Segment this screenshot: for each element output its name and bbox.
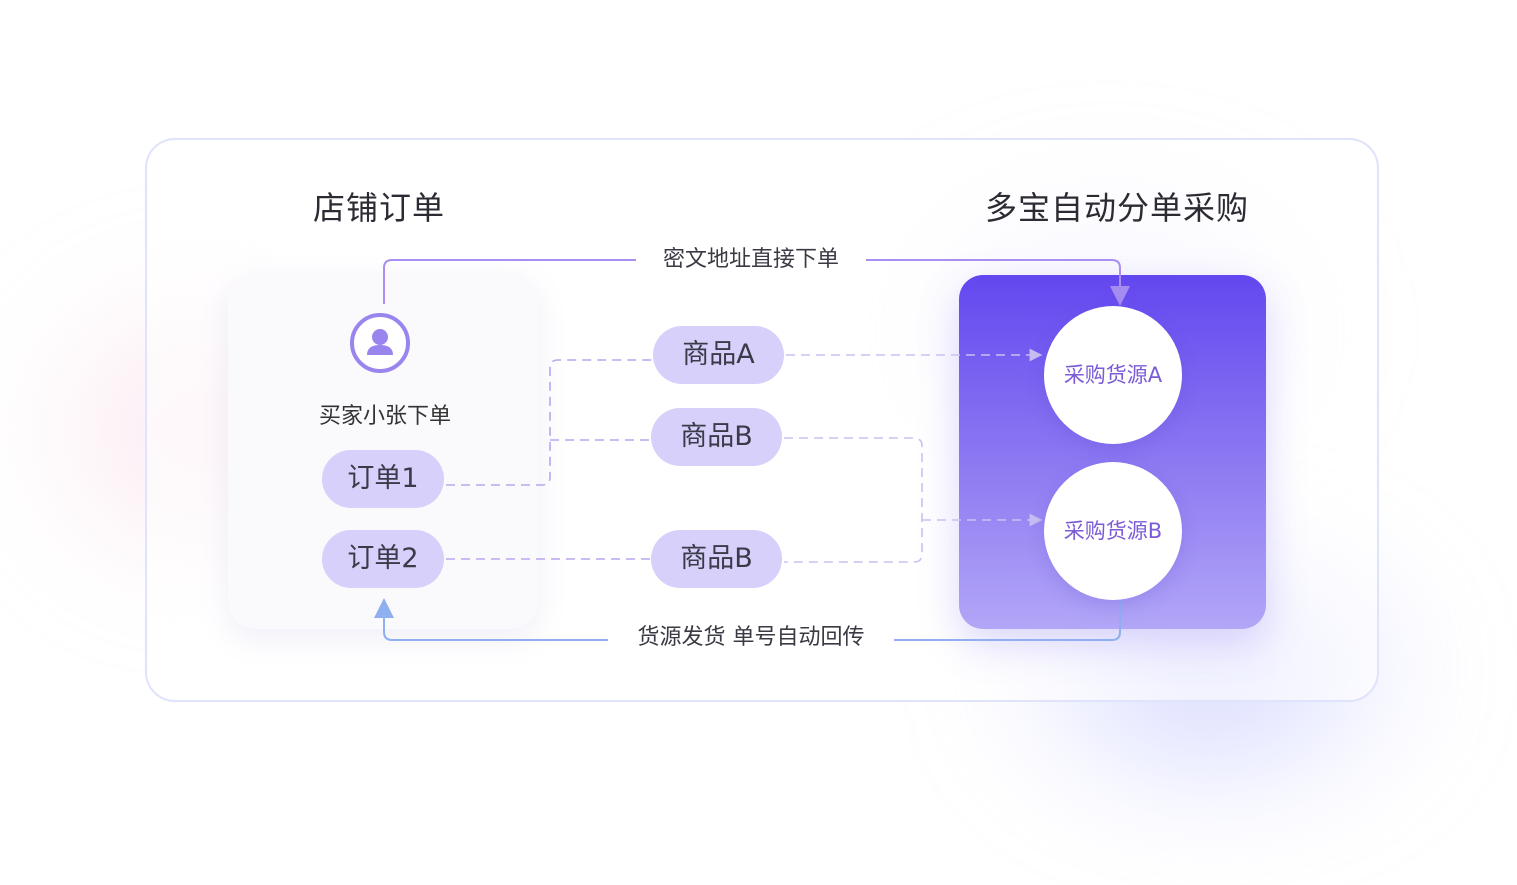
top-flow-label: 密文地址直接下单 (636, 244, 866, 278)
user-avatar-icon (350, 313, 410, 373)
purchase-source-b: 采购货源B (1044, 462, 1182, 600)
buyer-label: 买家小张下单 (318, 404, 451, 429)
auto-split-purchase-title: 多宝自动分单采购 (985, 189, 1250, 227)
store-orders-title: 店铺订单 (313, 189, 446, 227)
order-pill-2: 订单2 (322, 530, 444, 588)
goods-pill-b-2: 商品B (651, 530, 782, 588)
goods-pill-a: 商品A (653, 326, 784, 384)
bottom-flow-label: 货源发货 单号自动回传 (608, 622, 894, 656)
order-pill-1: 订单1 (322, 450, 444, 508)
goods-pill-b-1: 商品B (651, 408, 782, 466)
purchase-source-a: 采购货源A (1044, 306, 1182, 444)
